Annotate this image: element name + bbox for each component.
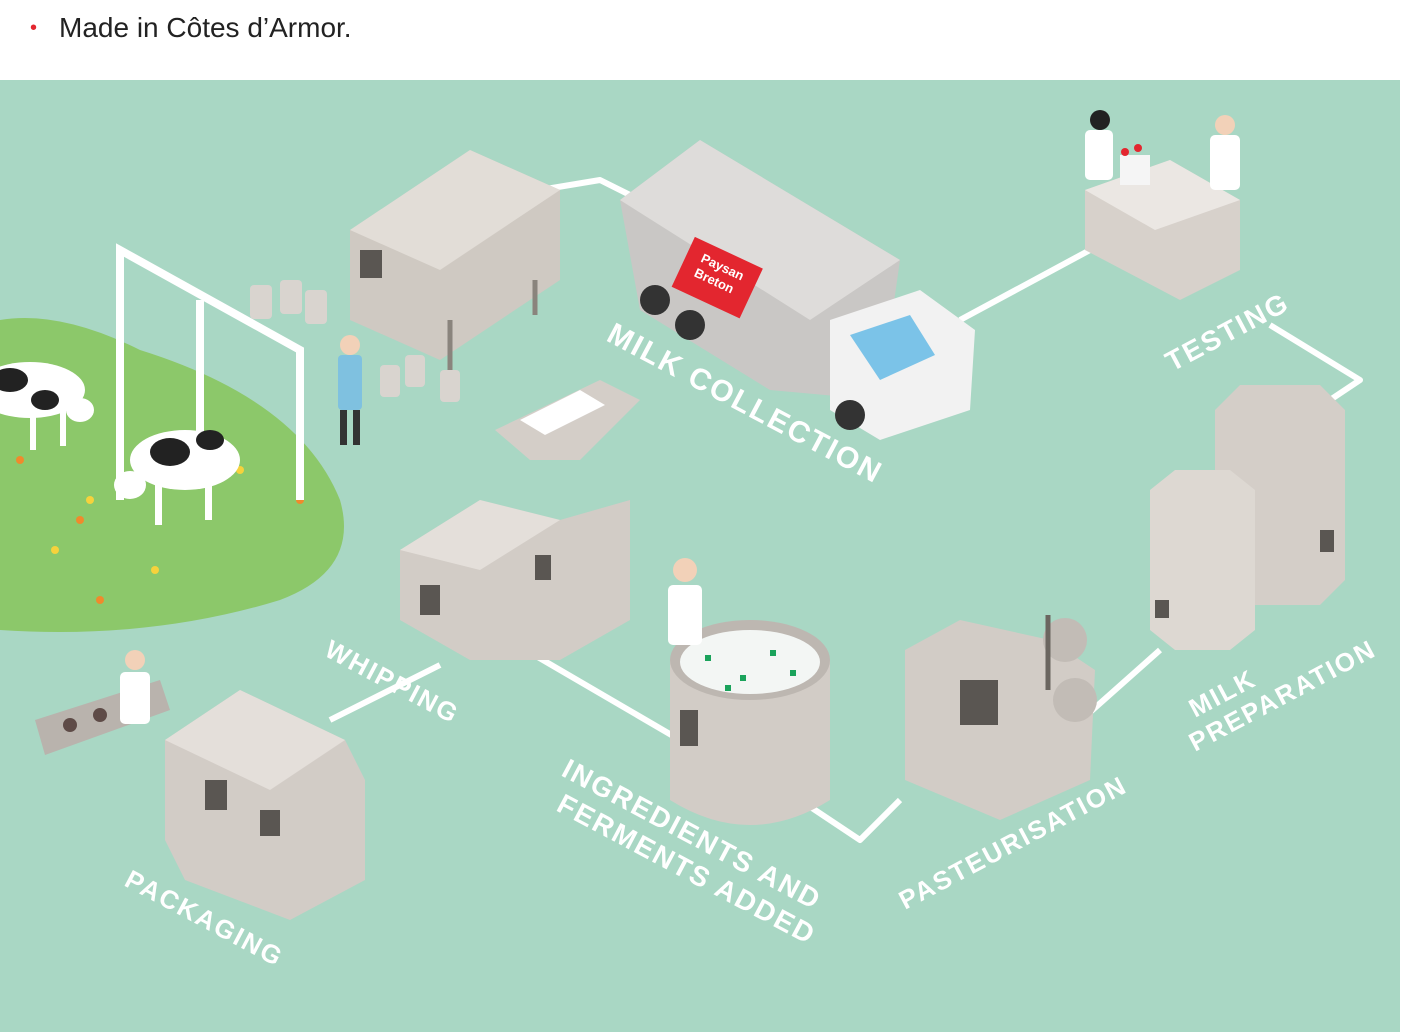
storage-tanks: [1150, 385, 1345, 650]
farmer: [338, 335, 362, 445]
bullet-line: • Made in Côtes d’Armor.: [30, 8, 352, 48]
label-testing: TESTING: [1160, 286, 1294, 377]
production-process-illustration: Paysan Breton: [0, 80, 1400, 1032]
whipping-machine: [400, 380, 640, 660]
bullet-dot-icon: •: [30, 17, 38, 39]
mixing-vat: [668, 558, 830, 825]
milk-silo: [350, 150, 560, 370]
milk-cans: [250, 280, 460, 402]
cow-left: [0, 362, 94, 450]
flowers: [16, 456, 304, 604]
pasteuriser: [905, 615, 1097, 820]
tanker-truck: Paysan Breton: [620, 140, 975, 440]
process-diagram: Paysan Breton: [0, 110, 1381, 972]
testing-lab: [1085, 110, 1240, 300]
origin-text: Made in Côtes d’Armor.: [59, 12, 352, 43]
cow-right: [114, 430, 240, 525]
packaging-line: [35, 650, 365, 920]
